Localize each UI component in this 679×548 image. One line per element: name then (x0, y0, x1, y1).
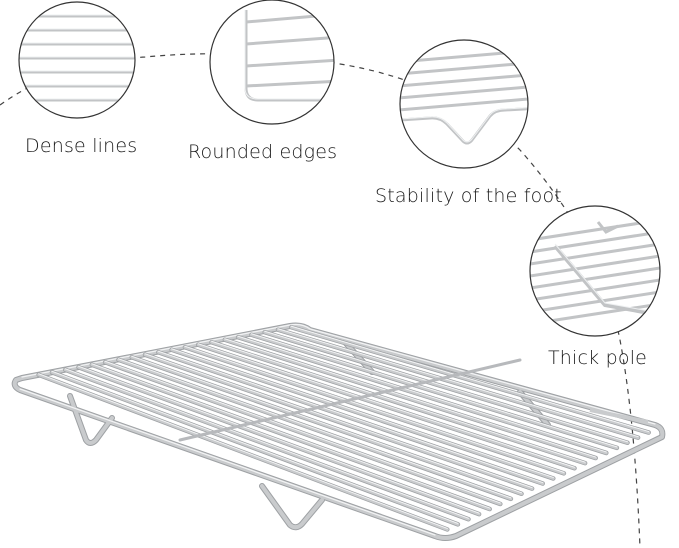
rack-wire (289, 325, 651, 435)
rack-wires (36, 325, 651, 532)
rack-wire (78, 365, 480, 514)
rack-wire (196, 343, 576, 470)
rack-wire (50, 370, 460, 526)
rack-wire (210, 340, 587, 465)
rack-wire (51, 370, 459, 524)
rack-wire (236, 335, 608, 455)
rack-wire (184, 345, 565, 473)
rack-wire (37, 373, 449, 531)
rack-wire (183, 345, 566, 475)
dashed-connector-arc (0, 53, 641, 548)
detail-circle-foot-stability (399, 39, 529, 169)
rack-wire (104, 360, 501, 504)
rack-wire (211, 340, 586, 463)
label-foot-stability: Stability of the foot (375, 185, 562, 207)
rack-wire (157, 350, 544, 484)
rack-wire (117, 358, 512, 499)
rack-wire (143, 353, 534, 491)
rack-wire (197, 343, 575, 468)
detail-circle-thick-pole (529, 205, 661, 337)
rack-wire (249, 333, 619, 450)
label-rounded-edges: Rounded edges (188, 141, 338, 163)
rack-wire (250, 333, 618, 448)
detail-circle-rounded-edges (209, 0, 335, 125)
rack-wire (171, 348, 554, 478)
rack-wire (131, 355, 522, 494)
rack-wire (91, 363, 491, 509)
rack-wire (276, 328, 640, 440)
rack-wire (90, 363, 492, 511)
label-thick-pole: Thick pole (548, 347, 648, 369)
rack-wire (64, 368, 469, 519)
rack-wire (77, 365, 481, 516)
rack-center-bar (178, 358, 522, 442)
rack-wire (290, 325, 650, 433)
rack-wire (116, 358, 513, 501)
detail-circle-dense-lines (18, 1, 136, 119)
rack-wire (170, 348, 555, 480)
rack-wire (130, 355, 523, 496)
rack-wire (38, 373, 448, 529)
rack-wire (156, 350, 545, 486)
label-dense-lines: Dense lines (25, 135, 138, 157)
rack-wire (224, 338, 597, 458)
rack-wire (103, 360, 502, 506)
cooling-rack (11, 322, 666, 541)
rack-wire (237, 335, 607, 453)
rack-wire (223, 338, 598, 460)
rack-wire (277, 328, 639, 438)
rack-wire (263, 330, 629, 445)
rack-wire (144, 353, 533, 489)
rack-wire (264, 330, 628, 443)
rack-wire (63, 368, 470, 521)
